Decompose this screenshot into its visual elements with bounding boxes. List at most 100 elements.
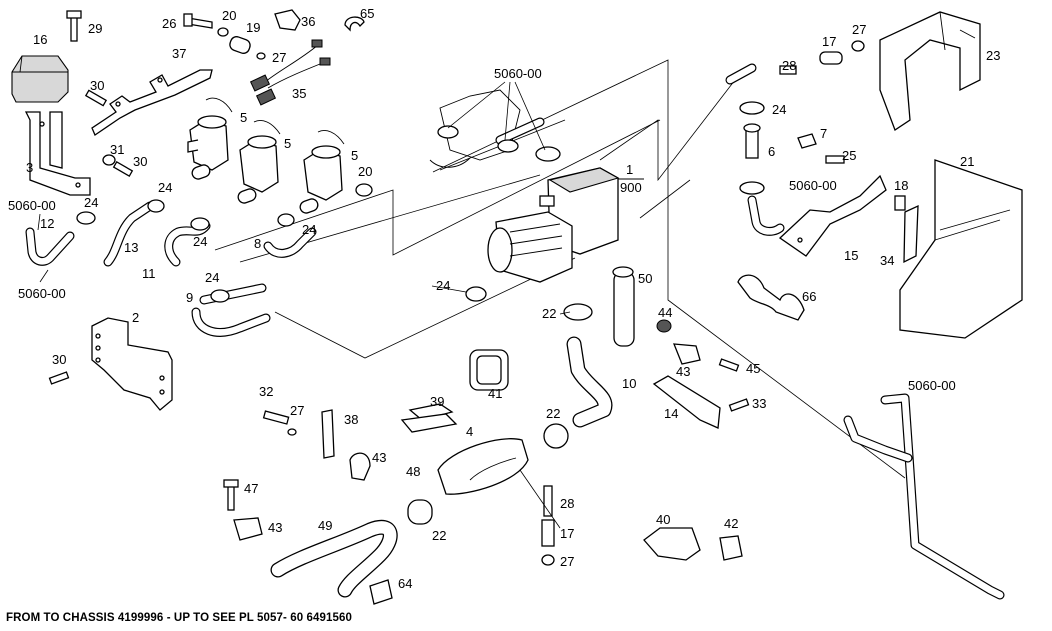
part-10-pipe [543,266,635,449]
label-8: 8 [254,236,261,251]
label-30a: 30 [90,78,104,93]
label-20b: 20 [358,164,372,179]
part-35-harness [249,39,331,106]
label-6: 6 [768,144,775,159]
clamps-24 [76,183,487,303]
label-30b: 30 [133,154,147,169]
label-43b: 43 [372,450,386,465]
label-5a: 5 [240,110,247,125]
label-10: 10 [622,376,636,391]
part-5-valves [187,97,345,214]
label-11: 11 [142,266,156,281]
label-42: 42 [724,516,738,531]
coolant-hoses-left [25,201,317,337]
label-28b: 28 [560,496,574,511]
label-1: 1 [626,162,633,177]
label-45: 45 [746,361,760,376]
label-25: 25 [842,148,856,163]
label-29: 29 [88,21,102,36]
label-13: 13 [124,240,138,255]
label-5060-d: 5060-00 [789,178,837,193]
part-3-bracket [24,111,91,196]
label-65: 65 [360,6,374,21]
label-24c: 24 [193,234,207,249]
footer-note: FROM TO CHASSIS 4199996 - UP TO SEE PL 5… [6,612,352,624]
label-24g: 24 [772,102,786,117]
label-24a: 24 [84,195,98,210]
label-44: 44 [658,305,672,320]
label-31: 31 [110,142,124,157]
label-5060-a: 5060-00 [8,198,56,213]
label-24f: 24 [205,270,219,285]
label-36: 36 [301,14,315,29]
label-22b: 22 [546,406,560,421]
label-19: 19 [246,20,260,35]
label-39: 39 [430,394,444,409]
label-22c: 22 [432,528,446,543]
label-23: 23 [986,48,1000,63]
label-32: 32 [259,384,273,399]
label-5060-b: 5060-00 [18,286,66,301]
label-40: 40 [656,512,670,527]
label-37: 37 [172,46,186,61]
label-38: 38 [344,412,358,427]
part-34-plate [894,195,919,264]
label-18: 18 [894,178,908,193]
label-43c: 43 [268,520,282,535]
label-2: 2 [132,310,139,325]
label-5060-e: 5060-00 [908,378,956,393]
label-34: 34 [880,253,894,268]
part-41-gasket [469,349,509,391]
label-5c: 5 [351,148,358,163]
label-24b: 24 [158,180,172,195]
part-16-cover [11,55,69,103]
label-17a: 17 [822,34,836,49]
part-2-bracket [48,317,173,411]
label-47: 47 [244,481,258,496]
part-21-shield [899,159,1023,339]
part-4-muffler [408,403,529,495]
label-5b: 5 [284,136,291,151]
part-6-valve [725,63,785,236]
label-9: 9 [186,290,193,305]
label-4: 4 [466,424,473,439]
label-64: 64 [398,576,412,591]
small-hardware-right [779,40,865,164]
label-21: 21 [960,154,974,169]
small-hardware-top [66,9,365,177]
label-28a: 28 [782,58,796,73]
label-50: 50 [638,271,652,286]
label-48: 48 [406,464,420,479]
parts-mid-right [652,319,750,429]
label-43a: 43 [676,364,690,379]
label-41: 41 [488,386,502,401]
part-49-flex-hose [270,519,398,598]
label-24d: 24 [302,222,316,237]
label-27c: 27 [290,403,304,418]
label-3: 3 [26,160,33,175]
label-17b: 17 [560,526,574,541]
part-heater-reference [429,89,561,168]
label-49: 49 [318,518,332,533]
label-14: 14 [664,406,678,421]
label-22a: 22 [542,306,556,321]
part-23-frame [879,11,981,131]
label-900: 900 [620,180,642,195]
label-7: 7 [820,126,827,141]
part-66-clip [737,274,805,321]
label-24e: 24 [436,278,450,293]
exhaust-pipe-5060 [843,393,1005,600]
label-20: 20 [222,8,236,23]
label-35: 35 [292,86,306,101]
callout-labels: 29 26 20 19 36 65 16 37 30 27 35 5 5 5 3… [8,6,1000,591]
part-15-bracket [778,174,887,257]
label-5060-c: 5060-00 [494,66,542,81]
label-26: 26 [162,16,176,31]
label-27a: 27 [272,50,286,65]
parts-lower [223,409,743,605]
label-27d: 27 [560,554,574,569]
part-1-heater [487,167,620,283]
label-27b: 27 [852,22,866,37]
part-37-cable-tray [91,69,213,136]
